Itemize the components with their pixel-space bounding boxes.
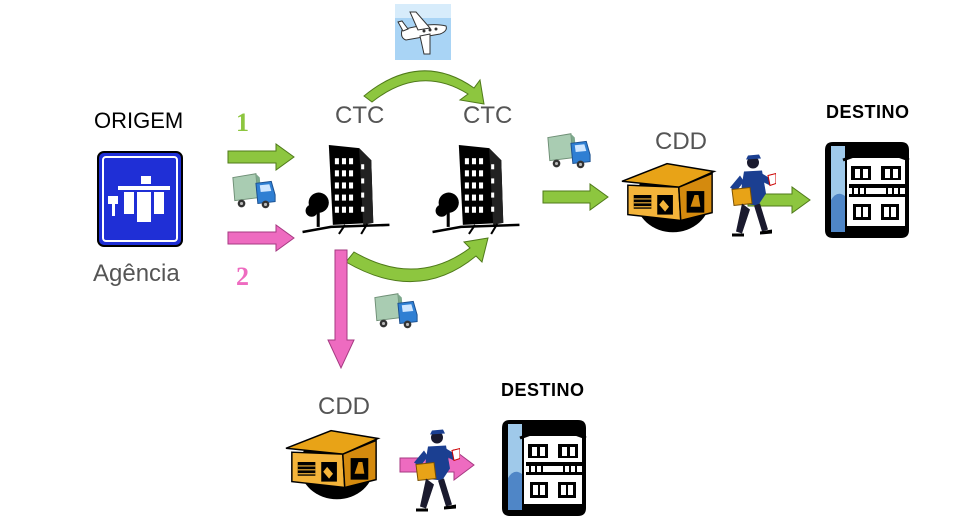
cdd-bottom-label: CDD	[318, 393, 370, 420]
warehouse-icon	[285, 429, 379, 500]
warehouse-icon	[621, 162, 715, 233]
ctc-right-label: CTC	[463, 102, 513, 129]
route-1-arrows	[227, 70, 811, 283]
house-icon	[500, 418, 588, 518]
ctc-left-label: CTC	[335, 102, 385, 129]
airplane-icon	[395, 4, 451, 60]
route-2-label: 2	[236, 262, 249, 291]
destino-bottom-label: DESTINO	[501, 380, 585, 400]
cdd-top-label: CDD	[655, 128, 707, 155]
building-icon	[301, 143, 391, 236]
truck-icon	[232, 173, 276, 209]
building-icon	[431, 143, 521, 236]
route-1-label: 1	[236, 108, 249, 137]
truck-icon	[547, 133, 591, 169]
agency-icon	[97, 151, 183, 247]
house-icon	[823, 140, 911, 240]
origem-label: ORIGEM	[94, 108, 184, 133]
truck-icon	[374, 293, 418, 329]
agencia-label: Agência	[93, 260, 180, 287]
destino-top-label: DESTINO	[826, 102, 910, 122]
